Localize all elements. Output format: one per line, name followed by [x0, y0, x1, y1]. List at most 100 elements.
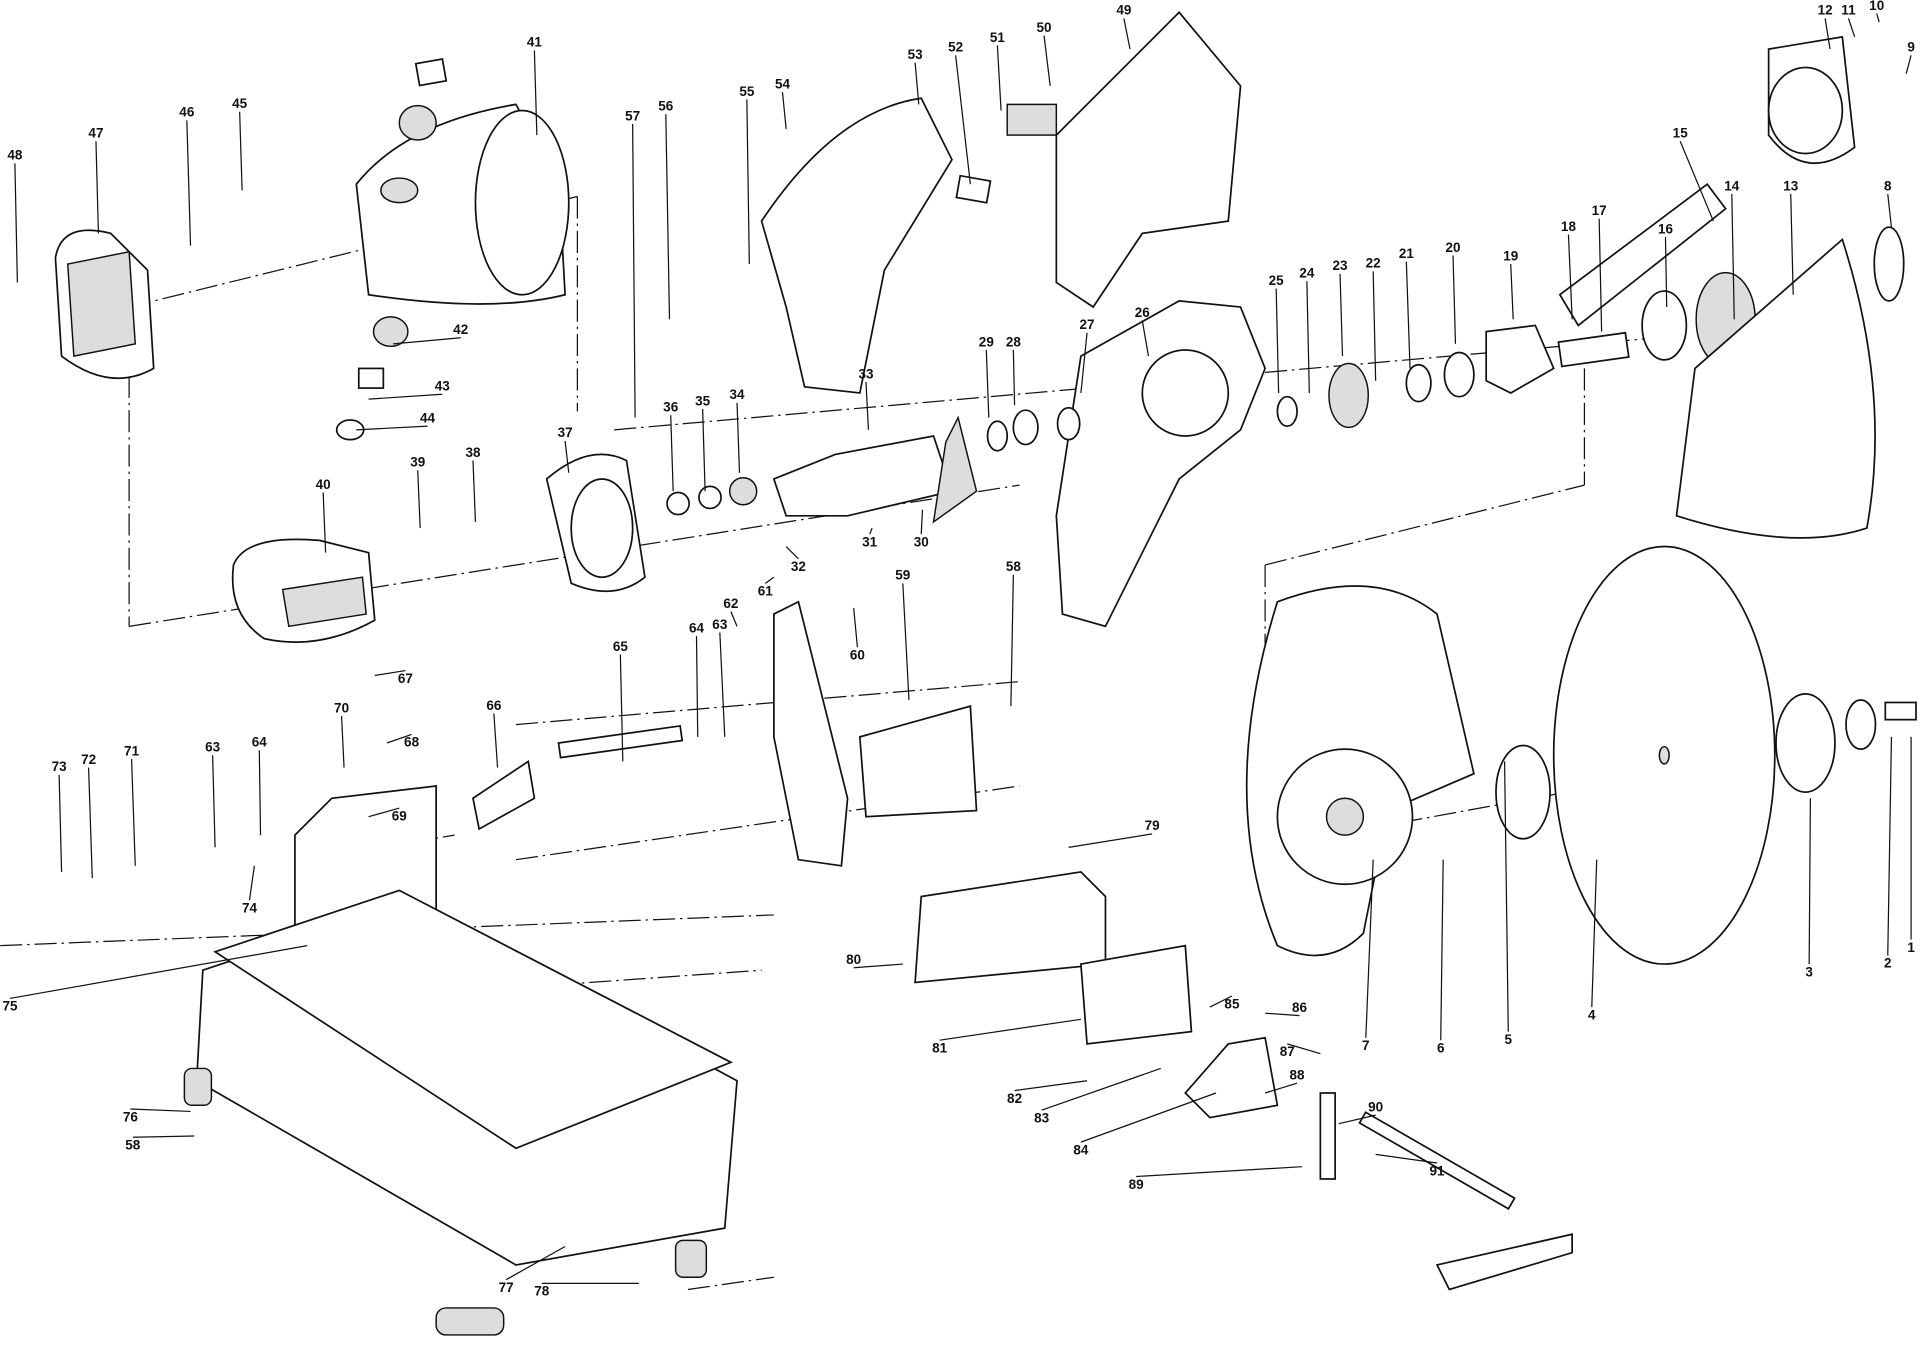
part-number-label: 86	[1292, 1000, 1308, 1015]
leader-line	[1338, 1114, 1376, 1125]
leader-line	[632, 124, 636, 418]
part-number-label: 6	[1437, 1040, 1445, 1055]
leader-line	[865, 381, 870, 430]
part-number-label: 54	[775, 76, 791, 91]
part-number-label: 32	[791, 559, 806, 574]
end-cap	[54, 229, 155, 380]
gear-housing	[1055, 300, 1267, 628]
leader-line	[1265, 1012, 1300, 1017]
leader-line	[736, 402, 741, 473]
leader-line	[186, 120, 192, 246]
part-number-label: 60	[850, 647, 865, 662]
part-number-label: 79	[1145, 818, 1160, 833]
part-number-label: 18	[1561, 219, 1577, 234]
part-number-label: 24	[1299, 266, 1315, 281]
leader-line	[1567, 234, 1573, 320]
part-number-label: 82	[1007, 1091, 1022, 1106]
part-number-label: 1	[1907, 940, 1915, 955]
leader-line	[1365, 859, 1374, 1038]
part-number-label: 2	[1884, 956, 1892, 971]
leader-line	[1887, 193, 1893, 228]
part-number-label: 81	[932, 1040, 948, 1055]
part-number-label: 8	[1884, 178, 1892, 193]
leader-line	[239, 111, 243, 191]
leader-line	[955, 55, 971, 185]
part-number-label: 5	[1505, 1032, 1513, 1047]
leader-line	[1510, 264, 1514, 320]
leader-line	[1123, 18, 1131, 50]
part-number-label: 39	[410, 455, 425, 470]
part-number-label: 67	[398, 671, 413, 686]
part-number-label: 26	[1135, 305, 1151, 320]
handle-cover	[1055, 11, 1242, 309]
part-number-label: 13	[1783, 178, 1799, 193]
part-number-label: 53	[908, 47, 924, 62]
leader-line	[340, 715, 345, 768]
part-number-label: 28	[1006, 334, 1022, 349]
part-number-label: 64	[689, 620, 705, 635]
fence	[914, 871, 1193, 1045]
leader-line	[702, 408, 706, 492]
part-number-label: 4	[1588, 1007, 1596, 1022]
part-number-label: 46	[179, 105, 195, 120]
carbon-brushes	[335, 58, 448, 441]
part-number-label: 50	[1037, 20, 1052, 35]
part-number-label: 74	[242, 900, 258, 915]
leader-line	[914, 62, 920, 105]
part-number-label: 87	[1280, 1044, 1295, 1059]
leader-line	[619, 654, 624, 762]
leader-line	[1372, 271, 1377, 381]
leader-line	[1452, 255, 1457, 344]
armature	[666, 415, 978, 524]
part-number-label: 20	[1445, 240, 1460, 255]
part-number-label: 31	[862, 535, 878, 550]
part-number-label: 88	[1290, 1068, 1306, 1083]
part-number-label: 14	[1724, 178, 1740, 193]
handle	[760, 97, 953, 394]
leader-line	[14, 163, 18, 283]
leader-line	[853, 963, 903, 969]
part-number-label: 57	[625, 108, 640, 123]
leader-line	[130, 1108, 191, 1113]
leader-line	[1905, 55, 1912, 74]
part-number-label: 84	[1073, 1142, 1089, 1157]
motor-housing	[355, 103, 570, 305]
part-number-label: 23	[1333, 258, 1349, 273]
leader-line	[564, 440, 570, 473]
part-number-label: 71	[124, 743, 140, 758]
leader-lines	[9, 13, 1912, 1284]
leader-line	[493, 713, 499, 768]
leader-line	[1679, 140, 1714, 222]
part-number-label: 33	[858, 366, 874, 381]
leader-line	[785, 546, 799, 560]
stator	[231, 538, 376, 643]
leader-line	[356, 425, 428, 431]
part-number-label: 10	[1869, 0, 1884, 13]
part-number-label: 25	[1269, 273, 1285, 288]
part-number-label: 29	[979, 334, 994, 349]
vise-clamp	[1184, 1036, 1573, 1291]
part-number-label: 30	[914, 535, 929, 550]
leader-line	[95, 141, 100, 234]
part-number-label: 91	[1430, 1163, 1446, 1178]
part-number-label: 59	[895, 568, 910, 583]
leader-line	[322, 492, 327, 553]
leader-line	[1014, 1080, 1088, 1092]
part-number-label: 83	[1034, 1110, 1050, 1125]
part-number-label: 37	[558, 425, 573, 440]
leader-line	[1209, 995, 1233, 1008]
leader-line	[670, 415, 674, 492]
leader-line	[1287, 1043, 1321, 1055]
part-number-label: 63	[205, 740, 221, 755]
leader-line	[1503, 761, 1509, 1032]
leader-line	[368, 393, 443, 400]
part-number-label: 56	[658, 99, 674, 114]
part-number-label: 65	[613, 639, 629, 654]
leader-line	[985, 349, 990, 418]
leader-line	[1440, 859, 1444, 1041]
part-number-label: 42	[453, 322, 468, 337]
leader-line	[1136, 1166, 1302, 1178]
part-number-label: 11	[1841, 3, 1856, 18]
